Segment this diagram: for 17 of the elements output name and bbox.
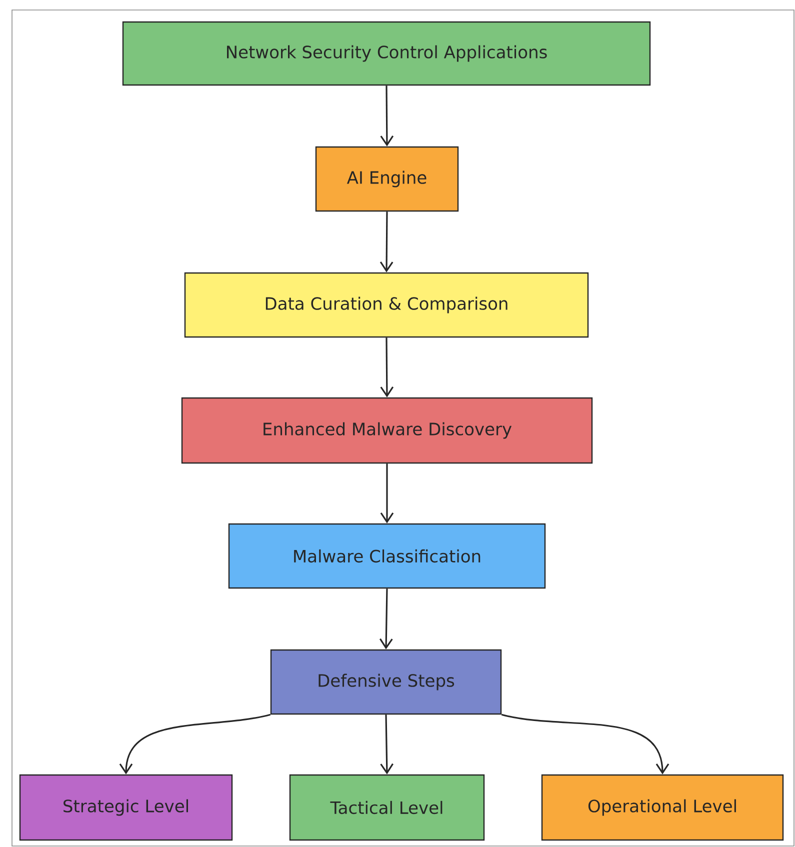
arrow xyxy=(380,338,394,398)
process-box: Strategic Level xyxy=(19,774,233,841)
arrow xyxy=(501,714,670,774)
arrow xyxy=(380,212,394,272)
arrow xyxy=(380,464,394,524)
process-box: AI Engine xyxy=(315,146,459,212)
arrow xyxy=(380,588,393,650)
process-box: Tactical Level xyxy=(289,774,485,841)
arrow xyxy=(380,714,394,774)
process-box: Operational Level xyxy=(541,774,784,841)
arrow xyxy=(119,714,271,774)
process-box: Network Security Control Applications xyxy=(122,21,651,86)
process-box: Defensive Steps xyxy=(270,649,502,715)
process-box: Enhanced Malware Discovery xyxy=(181,397,593,464)
arrow xyxy=(380,86,394,146)
process-box: Data Curation & Comparison xyxy=(184,272,589,338)
process-box: Malware Classification xyxy=(228,523,546,589)
